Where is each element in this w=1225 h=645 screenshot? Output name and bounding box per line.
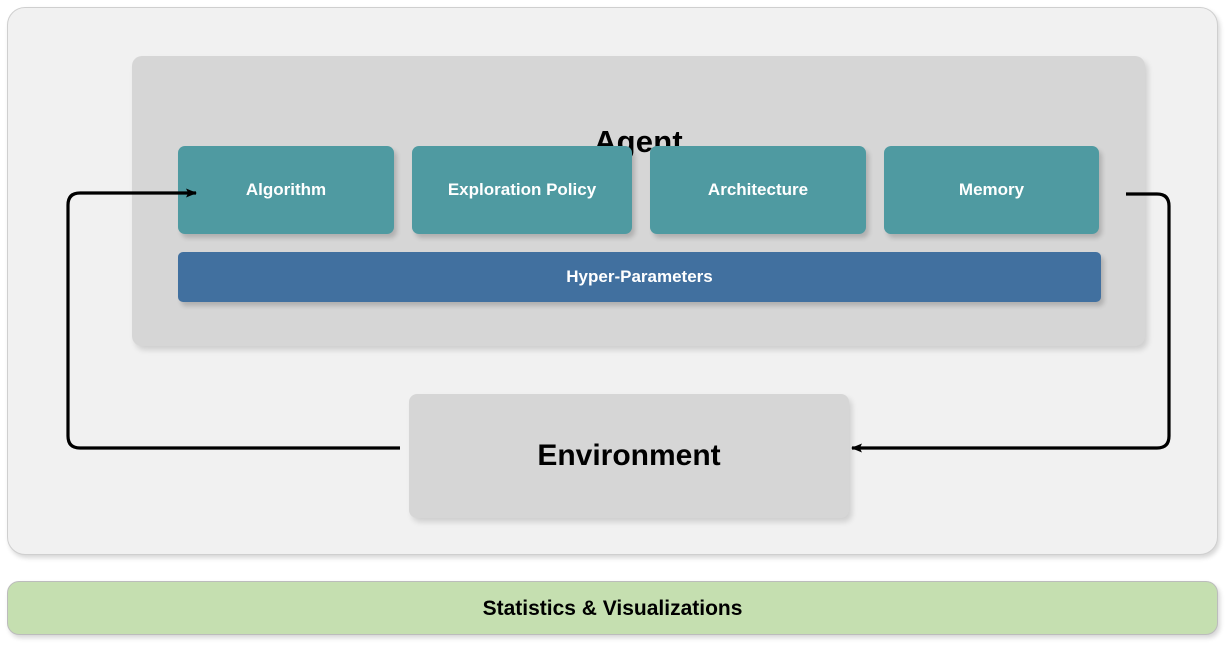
agent-container: Agent Algorithm Exploration Policy Archi… — [132, 56, 1145, 346]
environment-container: Environment — [409, 394, 849, 518]
statistics-visualizations-bar[interactable]: Statistics & Visualizations — [7, 581, 1218, 635]
environment-label: Environment — [537, 439, 721, 472]
hyper-parameters-label: Hyper-Parameters — [566, 267, 713, 286]
agent-component-memory-label: Memory — [958, 180, 1025, 199]
agent-component-algorithm[interactable]: Algorithm — [178, 146, 394, 234]
hyper-parameters-bar[interactable]: Hyper-Parameters — [178, 252, 1101, 302]
agent-component-architecture-label: Architecture — [707, 180, 809, 199]
agent-component-row: Algorithm Exploration Policy Architectur… — [178, 146, 1101, 234]
statistics-visualizations-label: Statistics & Visualizations — [482, 596, 743, 620]
agent-component-exploration-policy[interactable]: Exploration Policy — [412, 146, 632, 234]
agent-component-memory[interactable]: Memory — [884, 146, 1099, 234]
agent-component-architecture[interactable]: Architecture — [650, 146, 866, 234]
agent-component-exploration-policy-label: Exploration Policy — [447, 180, 597, 199]
rl-system-panel: Agent Algorithm Exploration Policy Archi… — [7, 7, 1218, 555]
agent-component-algorithm-label: Algorithm — [245, 180, 327, 199]
